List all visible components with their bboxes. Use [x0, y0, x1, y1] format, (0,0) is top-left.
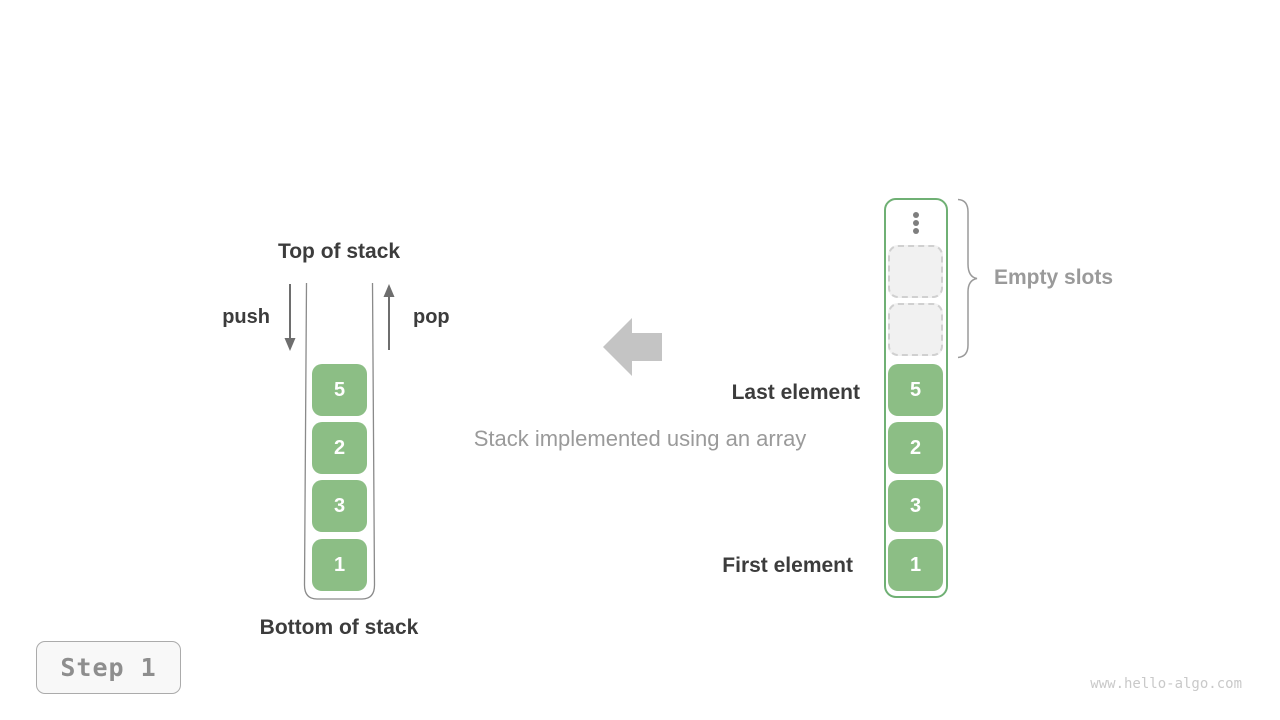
pop-arrow-head [383, 284, 395, 297]
watermark-url: www.hello-algo.com [1090, 676, 1242, 692]
push-arrow-head [284, 338, 296, 351]
array-cell: 1 [888, 539, 943, 591]
pop-label: pop [413, 306, 450, 328]
left-block-arrow-icon [603, 318, 662, 376]
vertical-dots-icon [913, 212, 919, 234]
stack-cell: 2 [312, 422, 367, 474]
empty-slot [888, 303, 943, 356]
stack-cell: 5 [312, 364, 367, 416]
array-cell: 2 [888, 422, 943, 474]
array-cell: 3 [888, 480, 943, 532]
first-element-label: First element [722, 554, 853, 577]
stack-cell: 3 [312, 480, 367, 532]
top-of-stack-label: Top of stack [277, 240, 401, 263]
empty-slots-brace [957, 198, 978, 359]
step-badge: Step 1 [36, 641, 181, 694]
last-element-label: Last element [731, 381, 860, 404]
empty-slots-label: Empty slots [994, 266, 1114, 289]
bottom-of-stack-label: Bottom of stack [259, 616, 419, 639]
array-cell: 5 [888, 364, 943, 416]
stack-cell: 1 [312, 539, 367, 591]
diagram-caption: Stack implemented using an array [473, 426, 807, 451]
empty-slot [888, 245, 943, 298]
push-label: push [222, 306, 270, 328]
